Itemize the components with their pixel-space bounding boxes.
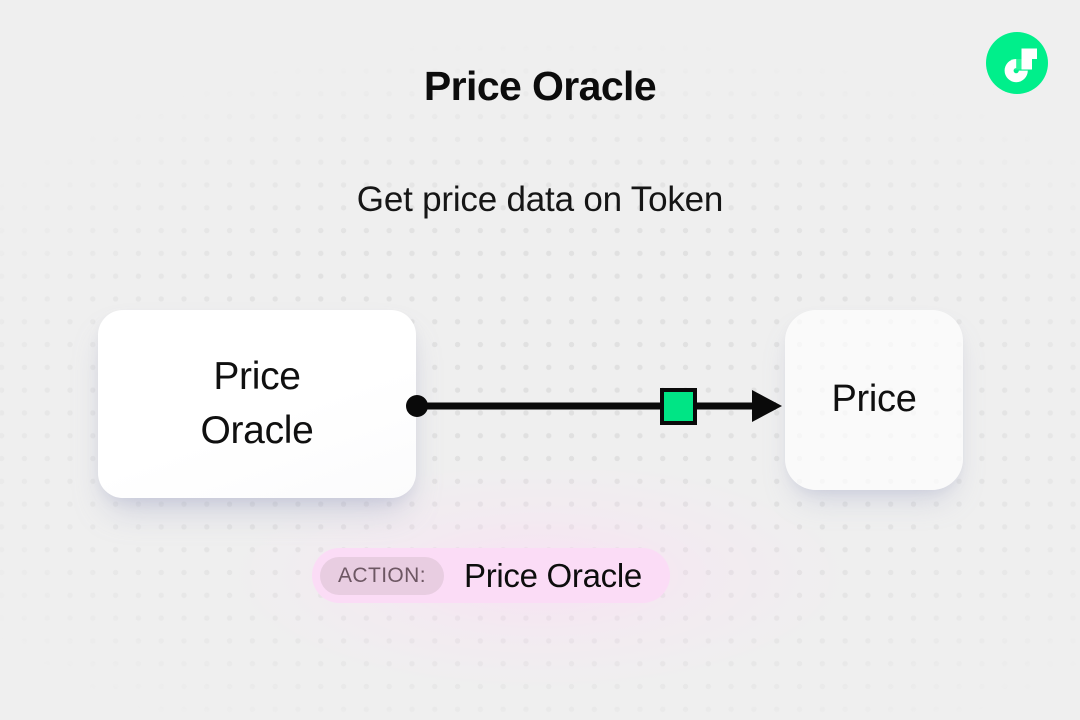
action-badge[interactable]: ACTION: Price Oracle bbox=[312, 548, 670, 603]
node-price[interactable]: Price bbox=[785, 310, 963, 490]
node-label-line-1: Price bbox=[213, 355, 301, 399]
action-badge-value: Price Oracle bbox=[463, 556, 642, 594]
node-label-line-2: Oracle bbox=[200, 409, 314, 452]
node-price-oracle[interactable]: Price Oracle bbox=[98, 310, 416, 498]
page-title: Price Oracle bbox=[423, 63, 657, 109]
edge-arrowhead-icon bbox=[752, 390, 782, 422]
flow-logo-icon[interactable] bbox=[986, 32, 1048, 94]
flow-step-marker-icon[interactable] bbox=[660, 388, 697, 425]
node-price-oracle-label: Price Oracle bbox=[200, 350, 313, 458]
action-badge-tag: ACTION: bbox=[320, 556, 444, 595]
page-subtitle: Get price data on Token bbox=[356, 180, 724, 219]
edge-source-to-target bbox=[400, 378, 790, 436]
node-price-label: Price bbox=[831, 378, 917, 421]
